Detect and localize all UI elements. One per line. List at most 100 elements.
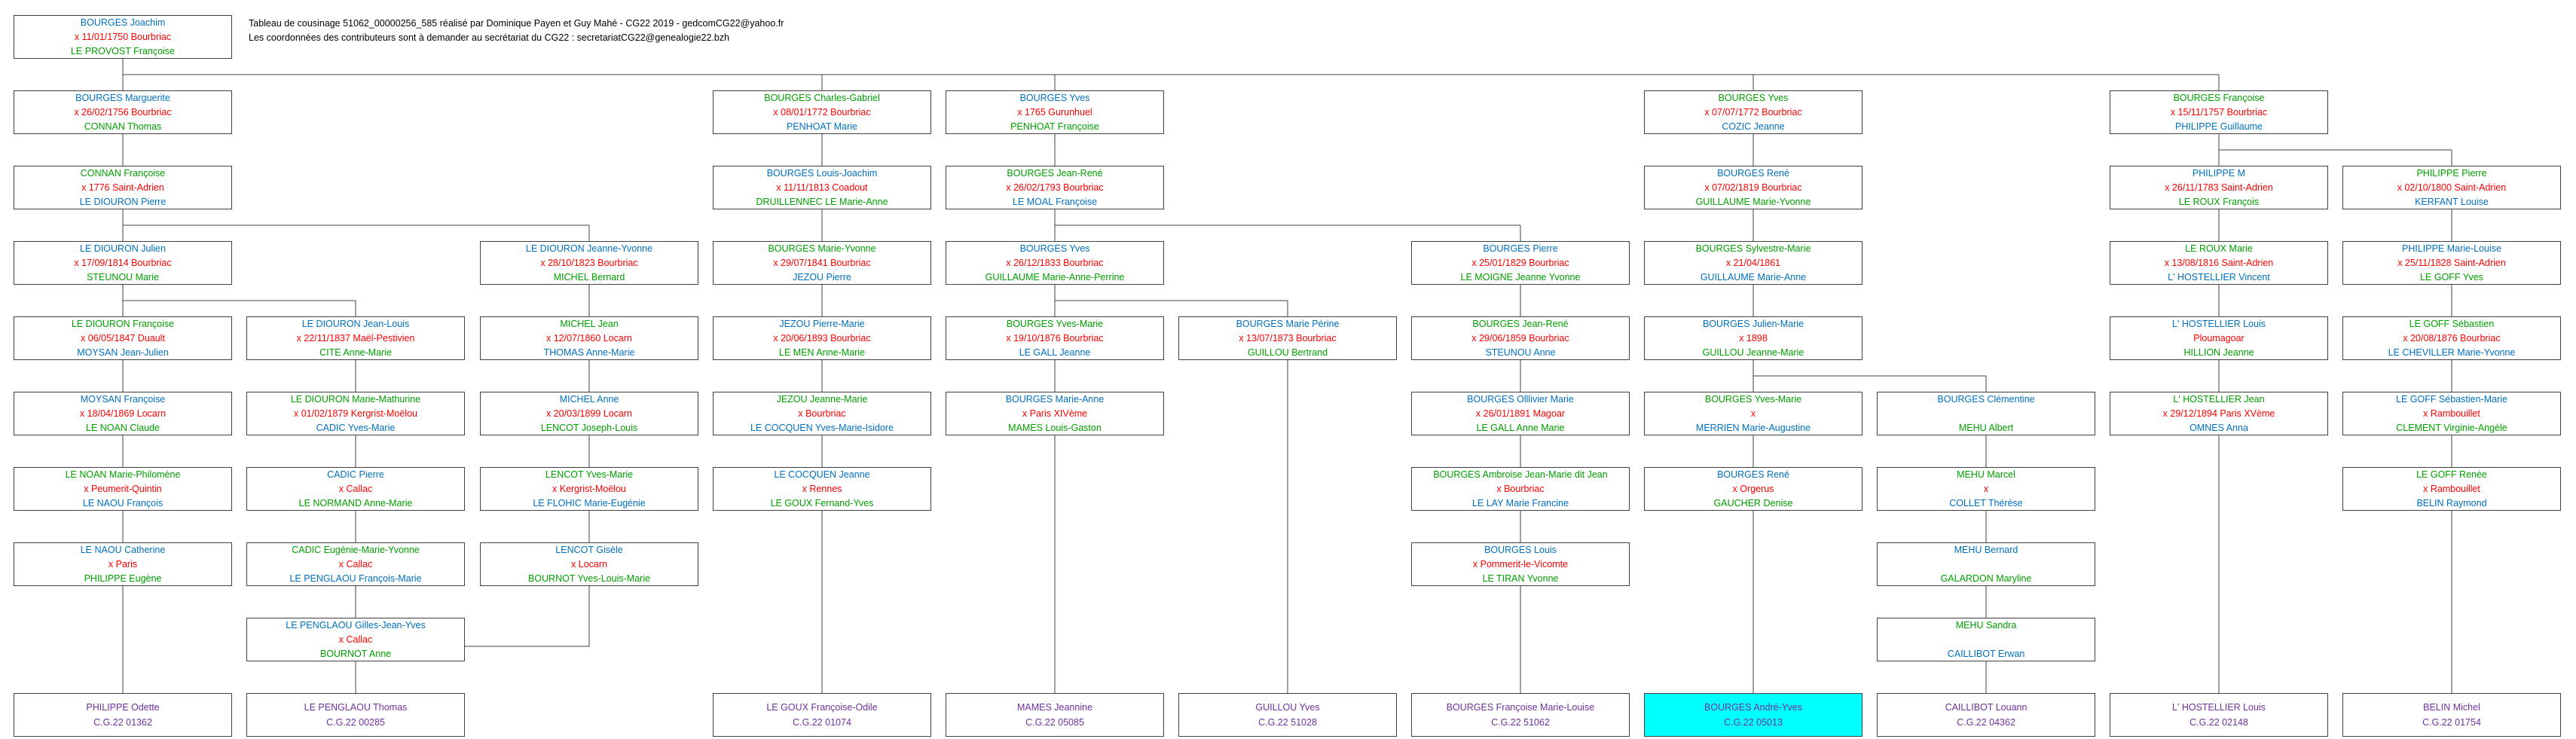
spouse-name: LE FLOHIC Marie-Eugénie [533, 498, 646, 508]
person-name: BOURGES Pierre [1483, 243, 1558, 254]
marriage-info: x Orgerus [1732, 484, 1774, 494]
person-name: BOURGES Yves-Marie [1006, 319, 1104, 329]
person-name: LE DIOURON Marie-Mathurine [290, 394, 421, 405]
marriage-info: x 19/10/1876 Bourbriac [1006, 333, 1104, 344]
marriage-info: x 01/02/1879 Kergrist-Moëlou [294, 408, 417, 419]
marriage-info: x 13/08/1816 Saint-Adrien [2164, 258, 2274, 268]
marriage-info: x 1898 [1739, 333, 1768, 344]
person-name: LE GOFF Sébastien-Marie [2396, 394, 2507, 405]
person-box: LE DIOURON Marie-Mathurine x 01/02/1879 K… [246, 392, 465, 435]
descendant-code: C.G.22 04362 [1957, 717, 2015, 728]
person-name: BOURGES Clémentine [1937, 394, 2035, 405]
person-name: JEZOU Jeanne-Marie [776, 394, 868, 405]
spouse-name: GALARDON Maryline [1940, 573, 2032, 584]
person-box: BOURGES Yves-Marie x 19/10/1876 Bourbriac… [946, 316, 1164, 360]
descendant-name: BOURGES André-Yves [1704, 702, 1802, 713]
spouse-name: LE LAY Marie Francine [1471, 498, 1569, 508]
person-name: MOYSAN Françoise [80, 394, 166, 405]
person-name: LENCOT Gisèle [555, 545, 623, 555]
marriage-info: x 26/02/1756 Bourbriac [74, 107, 172, 118]
spouse-name: LE NOAN Claude [86, 423, 160, 433]
marriage-info: x 11/01/1750 Bourbriac [74, 32, 172, 42]
person-name: MICHEL Jean [560, 319, 619, 329]
marriage-info: x Locarn [571, 559, 607, 570]
marriage-info [1878, 633, 2095, 647]
marriage-info: x 1765 Gurunhuel [1017, 107, 1092, 118]
descendant-code: C.G.22 51028 [1258, 717, 1317, 728]
person-name: MEHU Bernard [1954, 545, 2018, 555]
descendant-name: MAMES Jeannine [1016, 702, 1093, 713]
marriage-info: x 29/12/1894 Paris XVème [2162, 408, 2275, 419]
person-name: BOURGES Jean-René [1472, 319, 1569, 329]
spouse-name: CONNAN Thomas [84, 121, 162, 132]
descendant-name: BELIN Michel [2423, 702, 2480, 713]
spouse-name: LE PENGLAOU François-Marie [289, 573, 422, 584]
person-name: CADIC Pierre [327, 469, 384, 480]
marriage-info: x 22/11/1837 Maël-Pestivien [296, 333, 415, 344]
descendant-code: C.G.22 01362 [93, 717, 152, 728]
spouse-name: CITE Anne-Marie [319, 347, 392, 358]
person-name: LE PENGLAOU Gilles-Jean-Yves [286, 620, 426, 631]
spouse-name: PHILIPPE Eugène [84, 573, 162, 584]
person-name: BOURGES Charles-Gabriel [764, 93, 880, 103]
spouse-name: COLLET Thérèse [1949, 498, 2023, 508]
marriage-info: x 29/07/1841 Bourbriac [773, 258, 871, 268]
person-name: LE ROUX Marie [2185, 243, 2253, 254]
marriage-info: x Callac [338, 559, 373, 570]
spouse-name: STEUNOU Anne [1485, 347, 1556, 358]
spouse-name: LE PROVOST Françoise [70, 46, 175, 56]
marriage-info: x Peumerit-Quintin [84, 484, 162, 494]
descendant-code: C.G.22 01754 [2422, 717, 2481, 728]
descendant-code: C.G.22 02148 [2189, 717, 2248, 728]
descendant-name: CAILLIBOT Louann [1945, 702, 2027, 713]
marriage-info: x Rambouillet [2423, 484, 2480, 494]
spouse-name: COZIC Jeanne [1722, 121, 1785, 132]
person-name: MICHEL Anne [559, 394, 619, 405]
descendant-name: LE GOUX Françoise-Odile [766, 702, 878, 713]
spouse-name: JEZOU Pierre [793, 272, 851, 282]
spouse-name: LE COCQUEN Yves-Marie-Isidore [750, 423, 894, 433]
marriage-info: x 18/04/1869 Locarn [80, 408, 166, 419]
spouse-name: CLEMENT Virginie-Angèle [2396, 423, 2507, 433]
person-name: MEHU Sandra [1955, 620, 2017, 631]
marriage-info: x Bourbriac [1496, 484, 1545, 494]
marriage-info: x 20/08/1876 Bourbriac [2403, 333, 2501, 344]
marriage-info: x 25/01/1829 Bourbriac [1471, 258, 1569, 268]
person-name: BOURGES Yves [1718, 93, 1789, 103]
spouse-name: THOMAS Anne-Marie [543, 347, 635, 358]
marriage-info: x 08/01/1772 Bourbriac [773, 107, 871, 118]
descendant-code: C.G.22 05085 [1025, 717, 1084, 728]
person-name: LE GOFF Renée [2416, 469, 2487, 480]
spouse-name: MERRIEN Marie-Augustine [1695, 423, 1811, 433]
marriage-info: x 26/01/1891 Magoar [1475, 408, 1566, 419]
spouse-name: LE MEN Anne-Marie [779, 347, 865, 358]
marriage-info: x [1983, 484, 1989, 494]
